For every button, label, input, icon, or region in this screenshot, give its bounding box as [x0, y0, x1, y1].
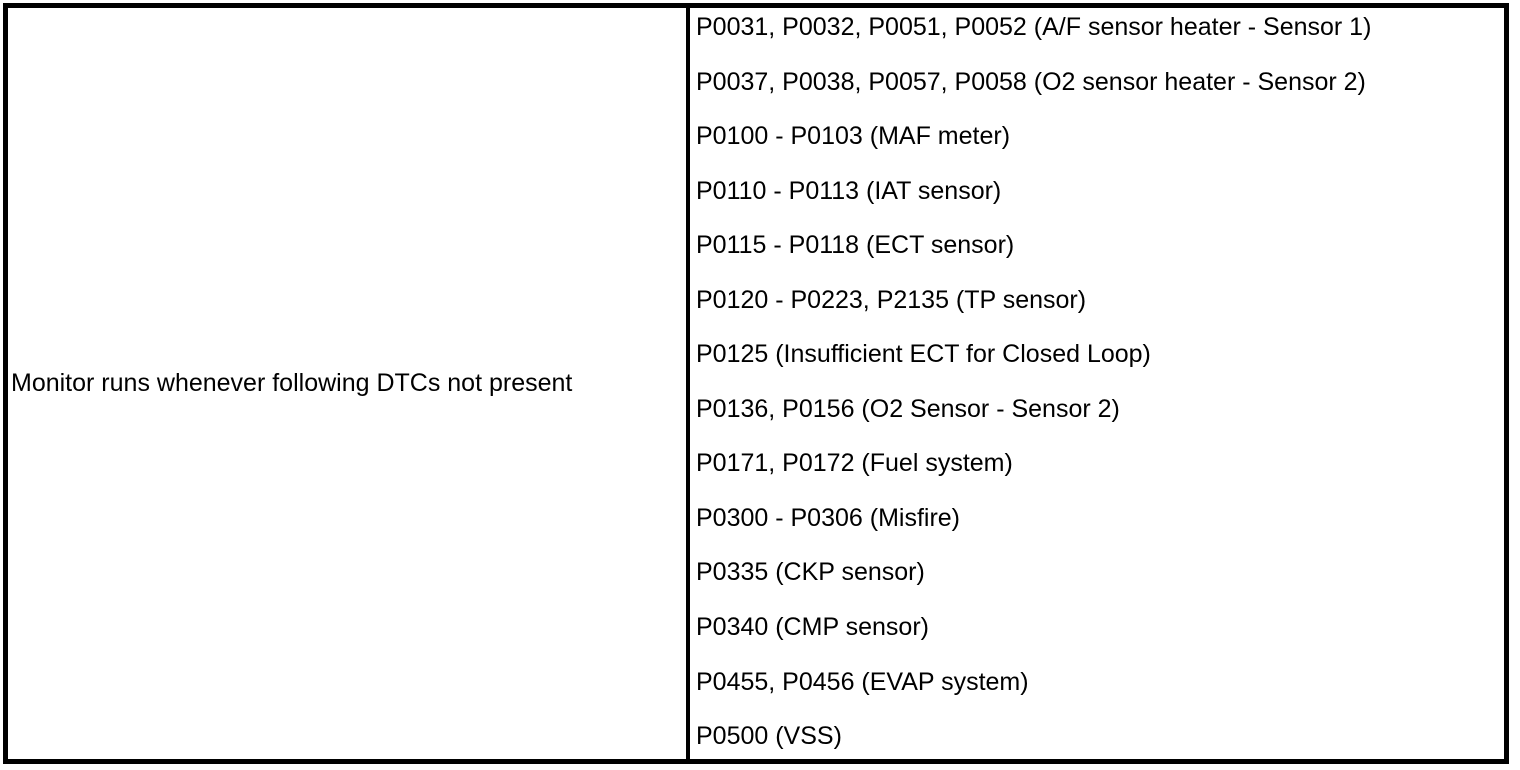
dtc-line: P0037, P0038, P0057, P0058 (O2 sensor he… [696, 67, 1366, 96]
dtc-line: P0100 - P0103 (MAF meter) [696, 122, 1011, 151]
dtc-list-cell: P0031, P0032, P0051, P0052 (A/F sensor h… [690, 8, 1504, 759]
dtc-line: P0340 (CMP sensor) [696, 613, 929, 642]
monitor-condition-text: Monitor runs whenever following DTCs not… [11, 369, 573, 398]
dtc-line: P0171, P0172 (Fuel system) [696, 449, 1013, 478]
dtc-line: P0300 - P0306 (Misfire) [696, 503, 961, 532]
dtc-line: P0031, P0032, P0051, P0052 (A/F sensor h… [696, 13, 1372, 41]
monitor-condition-cell: Monitor runs whenever following DTCs not… [8, 8, 690, 759]
dtc-line: P0120 - P0223, P2135 (TP sensor) [696, 285, 1087, 314]
dtc-line: P0335 (CKP sensor) [696, 558, 925, 587]
dtc-line: P0500 (VSS) [696, 722, 842, 751]
dtc-line: P0125 (Insufficient ECT for Closed Loop) [696, 340, 1151, 369]
dtc-line: P0115 - P0118 (ECT sensor) [696, 231, 1015, 260]
dtc-conditions-table: Monitor runs whenever following DTCs not… [3, 3, 1509, 764]
dtc-line: P0110 - P0113 (IAT sensor) [696, 176, 1002, 205]
dtc-line: P0136, P0156 (O2 Sensor - Sensor 2) [696, 394, 1120, 423]
dtc-line: P0455, P0456 (EVAP system) [696, 667, 1029, 696]
